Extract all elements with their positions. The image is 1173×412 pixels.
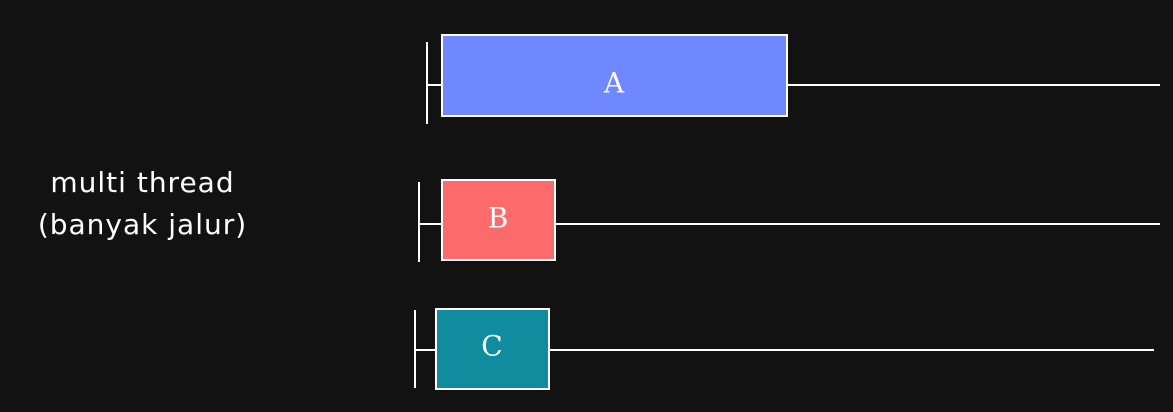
thread-c: C xyxy=(414,308,1154,390)
thread-a: A xyxy=(426,34,1160,124)
thread-c-label: C xyxy=(481,330,502,363)
thread-b: B xyxy=(418,179,1160,262)
label-line-1: multi thread xyxy=(50,166,235,199)
thread-a-box xyxy=(441,34,788,117)
thread-a-label: A xyxy=(603,67,625,100)
thread-b-label: B xyxy=(488,202,509,235)
label-line-2: (banyak jalur) xyxy=(37,208,248,241)
thread-c-box xyxy=(435,308,550,390)
thread-b-box xyxy=(441,179,556,261)
multi-thread-label: multi thread (banyak jalur) xyxy=(0,162,285,246)
